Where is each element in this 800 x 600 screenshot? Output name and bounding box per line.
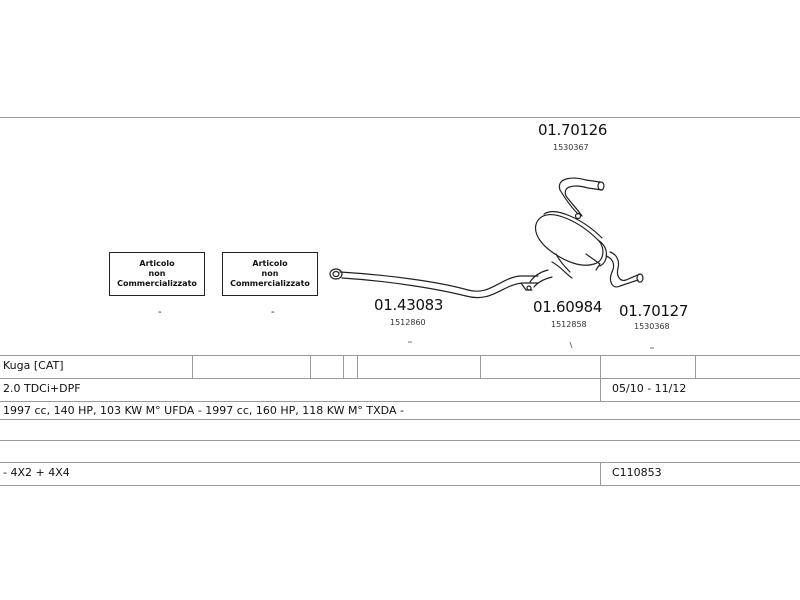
rear-muffler-ref: 1512858 xyxy=(551,320,587,329)
upper-tailpipe-number[interactable]: 01.70126 xyxy=(538,121,608,139)
model-divider-2 xyxy=(310,356,311,378)
not-sold-box-2: Articolo non Commercializzato xyxy=(222,252,318,296)
not-sold-box-1: Articolo non Commercializzato xyxy=(109,252,205,296)
row-line-4 xyxy=(0,419,800,420)
not-sold-line2: non xyxy=(148,269,166,278)
row-line-5 xyxy=(0,440,800,441)
row-line-3 xyxy=(0,401,800,402)
exhaust-diagram xyxy=(329,177,654,349)
model-divider-3 xyxy=(343,356,344,378)
muffler-tick xyxy=(569,341,573,349)
not-sold-line1: Articolo xyxy=(139,259,175,268)
front-pipe-part[interactable] xyxy=(329,268,539,299)
not-sold-line2: non xyxy=(261,269,279,278)
row-line-6 xyxy=(0,462,800,463)
vehicle-model: Kuga [CAT] xyxy=(3,359,64,372)
upper-tailpipe-ref: 1530367 xyxy=(553,143,589,152)
top-border xyxy=(0,117,800,118)
drive-divider xyxy=(600,463,601,485)
vehicle-drive: - 4X2 + 4X4 xyxy=(3,466,70,479)
front-pipe-ref: 1512860 xyxy=(390,318,426,327)
not-sold-line3: Commercializzato xyxy=(117,279,197,288)
upper-tailpipe-part[interactable] xyxy=(558,177,605,220)
lower-tailpipe-number[interactable]: 01.70127 xyxy=(619,302,689,320)
front-pipe-number[interactable]: 01.43083 xyxy=(374,296,444,314)
vehicle-code: C110853 xyxy=(612,466,662,479)
model-divider-5 xyxy=(480,356,481,378)
row-line-1 xyxy=(0,355,800,356)
model-divider-4 xyxy=(357,356,358,378)
model-divider-1 xyxy=(192,356,193,378)
not-sold-line1: Articolo xyxy=(252,259,288,268)
lower-tailpipe-part[interactable] xyxy=(605,251,644,288)
lower-tailpipe-ref: 1530368 xyxy=(634,322,670,331)
vehicle-engine: 2.0 TDCi+DPF xyxy=(3,382,81,395)
not-sold-mark-2: - xyxy=(271,306,275,318)
row-line-2 xyxy=(0,378,800,379)
engine-divider xyxy=(600,379,601,401)
rear-muffler-number[interactable]: 01.60984 xyxy=(533,298,603,316)
model-divider-6 xyxy=(600,356,601,378)
vehicle-specs: 1997 cc, 140 HP, 103 KW M° UFDA - 1997 c… xyxy=(3,404,404,417)
vehicle-years: 05/10 - 11/12 xyxy=(612,382,687,395)
row-line-7 xyxy=(0,485,800,486)
model-divider-7 xyxy=(695,356,696,378)
not-sold-line3: Commercializzato xyxy=(230,279,310,288)
not-sold-mark-1: - xyxy=(158,306,162,318)
rear-muffler-part[interactable] xyxy=(529,211,608,288)
